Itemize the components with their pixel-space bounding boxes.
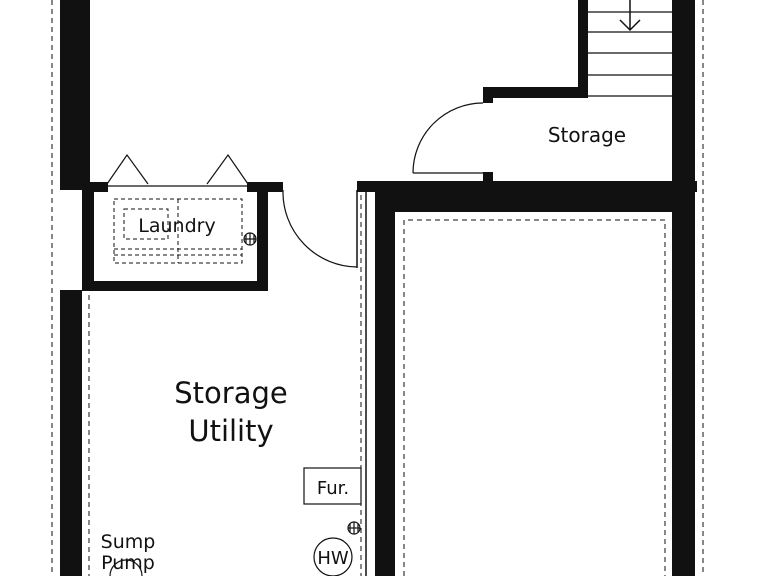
sump-pump-label-line2: Pump bbox=[101, 552, 155, 574]
washer-dryer bbox=[113, 198, 243, 264]
sump-pump-label-line1: Sump bbox=[101, 531, 156, 553]
wall-garage-left bbox=[375, 181, 395, 576]
wall-laundry-bottom bbox=[82, 281, 268, 291]
storage-top-label: Storage bbox=[548, 123, 626, 147]
wall-right bbox=[672, 0, 695, 576]
garage-interior-dashed bbox=[403, 219, 666, 576]
storage-utility-label-line1: Storage bbox=[174, 376, 287, 410]
stair-down-arrow-icon bbox=[619, 0, 641, 32]
wall-left-upper bbox=[60, 0, 90, 190]
water-heater-label: HW bbox=[317, 548, 349, 569]
wall-garage-top bbox=[375, 192, 695, 212]
wall-laundry-left bbox=[82, 190, 94, 290]
outlet-icon-utility bbox=[347, 521, 361, 535]
wall-left-lower bbox=[60, 290, 82, 576]
window-icons bbox=[106, 153, 249, 187]
furnace-label: Fur. bbox=[317, 478, 349, 499]
wall-storage-top bbox=[483, 87, 588, 98]
wall-laundry-top-left bbox=[90, 182, 108, 192]
sump-pump-circle bbox=[109, 559, 143, 576]
wall-stair-left bbox=[578, 0, 588, 98]
outlet-icon bbox=[243, 232, 257, 246]
storage-utility-label-line2: Utility bbox=[188, 414, 273, 448]
walls bbox=[60, 0, 697, 576]
wall-storage-bottom bbox=[357, 181, 697, 192]
wall-storage-door-jamb-bottom bbox=[483, 172, 493, 184]
wall-storage-door-jamb-top bbox=[483, 87, 493, 103]
furnace-box bbox=[303, 467, 362, 505]
water-heater-circle bbox=[313, 537, 353, 576]
utility-door-swing bbox=[282, 189, 358, 268]
storage-door-swing bbox=[412, 102, 484, 174]
wall-laundry-right bbox=[257, 182, 268, 290]
laundry-label: Laundry bbox=[138, 215, 215, 237]
